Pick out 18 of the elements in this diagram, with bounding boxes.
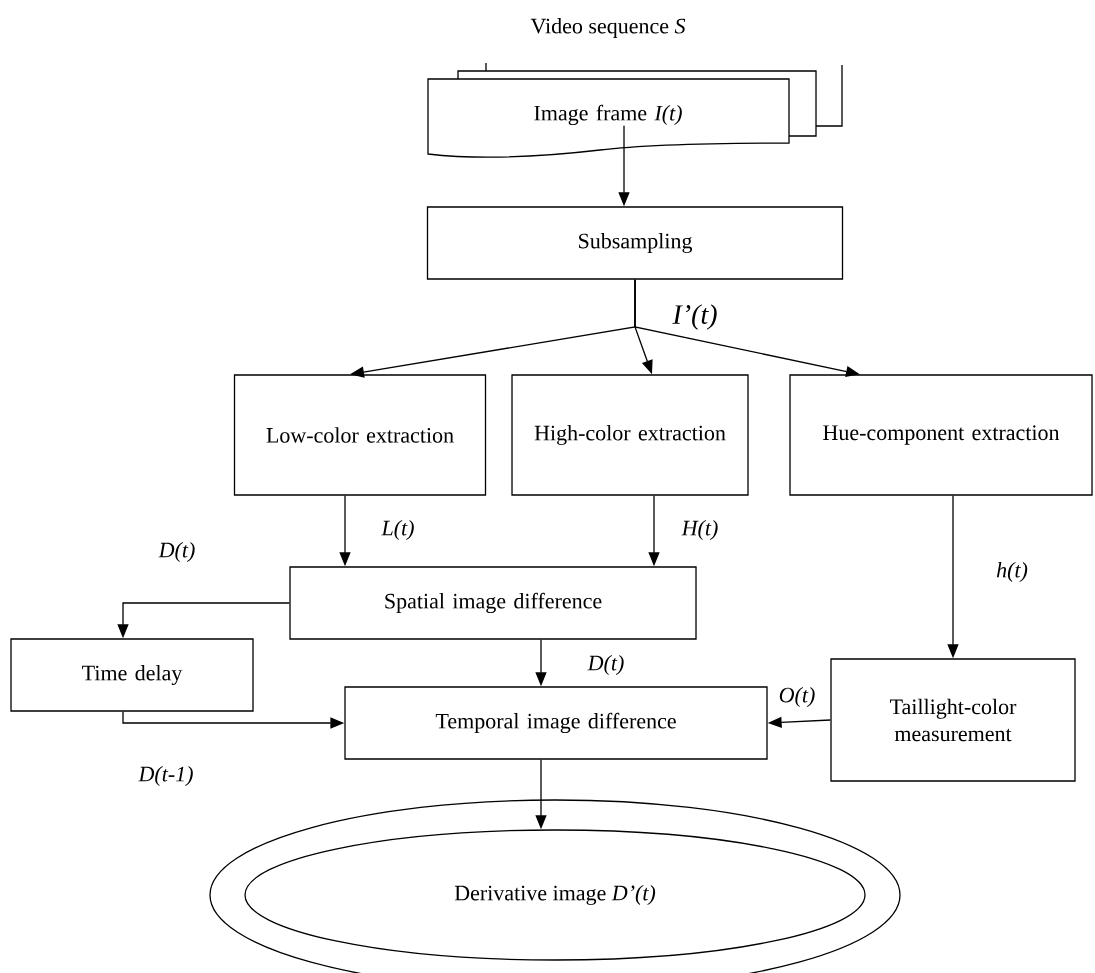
process-box: Subsampling: [426, 206, 844, 280]
process-box: High-color extraction: [511, 374, 749, 496]
process-box: Spatial image difference: [289, 566, 697, 640]
edge-label: D(t): [586, 654, 626, 676]
process-box: Taillight-color measurement: [830, 658, 1076, 782]
process-box: Time delay: [10, 638, 254, 712]
sequence-caption: Video sequence S: [530, 18, 686, 38]
process-box: Temporal image difference: [344, 686, 768, 760]
edge-label: H(t): [680, 519, 720, 541]
edge-label: O(t): [777, 686, 817, 708]
edge-label: I’(t): [671, 303, 719, 331]
edge-label: h(t): [995, 561, 1029, 583]
process-box: Low-color extraction: [233, 374, 487, 496]
edge-label: D(t): [157, 541, 197, 563]
edge-label: D(t-1): [137, 765, 195, 787]
process-box: Hue-component extraction: [789, 374, 1093, 496]
document-stack: Image frame I(t): [427, 62, 843, 158]
edge-label: L(t): [380, 519, 416, 541]
